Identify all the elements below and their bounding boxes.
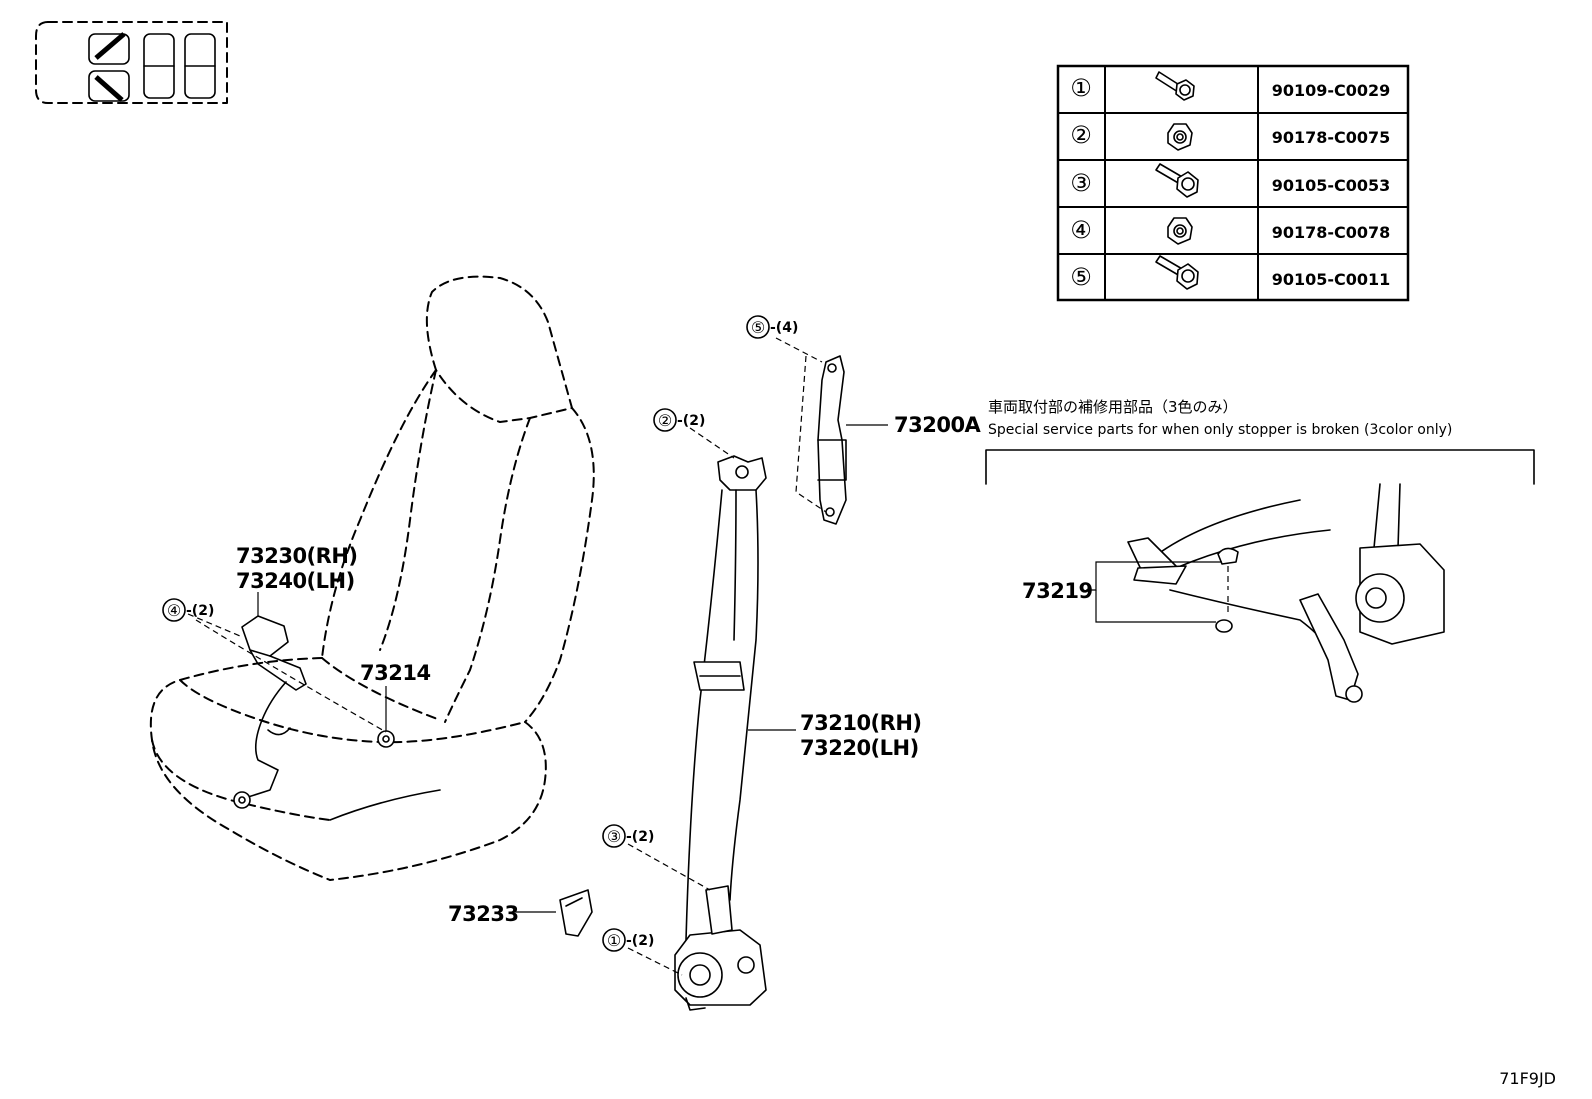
flange-bolt-icon (1155, 255, 1199, 290)
ref-mark: ③ (607, 827, 621, 846)
quantity: -(2) (626, 829, 654, 845)
ref-mark: ③ (1070, 169, 1092, 197)
quantity: -(2) (186, 603, 214, 619)
callout-2: ② -(2) (653, 408, 705, 432)
ref-mark: ② (658, 411, 672, 430)
callout-4: ④ -(2) (162, 598, 214, 622)
seat-outline (149, 275, 595, 881)
table-row: ⑤ 90105-C0011 (1070, 255, 1391, 291)
diagram-code: 71F9JD (1499, 1069, 1556, 1088)
height-adjuster (775, 337, 847, 525)
flange-nut-icon (1167, 123, 1193, 151)
leader-lines (187, 424, 1222, 976)
part-label-buckle-rh: 73230(RH) (236, 544, 358, 568)
callout-1: ① -(2) (602, 928, 654, 952)
seat-belt-buckle (233, 615, 307, 809)
seat-belt-assembly (674, 455, 767, 1011)
table-row: ④ 90178-C0078 (1070, 216, 1391, 245)
part-label-belt-rh: 73210(RH) (800, 711, 922, 735)
fastener-table: ① 90109-C0029 ② 90178-C0075 ③ (1056, 64, 1410, 302)
part-label-adjuster: 73200A (894, 413, 982, 437)
note-english: Special service parts for when only stop… (988, 422, 1452, 438)
table-row: ② 90178-C0075 (1070, 121, 1391, 151)
ref-mark: ⑤ (1070, 263, 1092, 291)
flange-bolt-icon (1155, 71, 1195, 101)
quantity: -(2) (626, 933, 654, 949)
part-label-cover: 73233 (448, 902, 519, 926)
ref-mark: ② (1070, 121, 1092, 149)
callout-3: ③ -(2) (602, 824, 654, 848)
note-japanese: 車両取付部の補修用部品（3色のみ） (988, 398, 1238, 416)
ref-mark: ① (1070, 74, 1092, 102)
ref-mark: ① (607, 931, 621, 950)
part-label-stopper-kit: 73219 (1022, 579, 1093, 603)
ref-mark: ④ (167, 601, 181, 620)
seat-locator-icon (35, 21, 228, 104)
flange-bolt-icon (1155, 163, 1199, 198)
cover-piece (559, 889, 593, 937)
part-label-belt-lh: 73220(LH) (800, 736, 919, 760)
detail-view (985, 449, 1535, 703)
quantity: -(4) (770, 320, 798, 336)
stopper-button (377, 730, 395, 748)
part-label-buckle-lh: 73240(LH) (236, 569, 355, 593)
ref-mark: ④ (1070, 216, 1092, 244)
quantity: -(2) (677, 413, 705, 429)
ref-mark: ⑤ (751, 318, 765, 337)
flange-nut-icon (1167, 217, 1193, 245)
part-label-stopper-button: 73214 (360, 661, 431, 685)
callout-5: ⑤ -(4) (746, 315, 798, 339)
part-number: 90105-C0053 (1272, 176, 1391, 195)
table-row: ① 90109-C0029 (1070, 71, 1391, 102)
part-number: 90109-C0029 (1272, 81, 1391, 100)
part-number: 90178-C0075 (1272, 128, 1391, 147)
table-row: ③ 90105-C0053 (1070, 163, 1391, 198)
part-number: 90105-C0011 (1272, 270, 1391, 289)
part-number: 90178-C0078 (1272, 223, 1391, 242)
